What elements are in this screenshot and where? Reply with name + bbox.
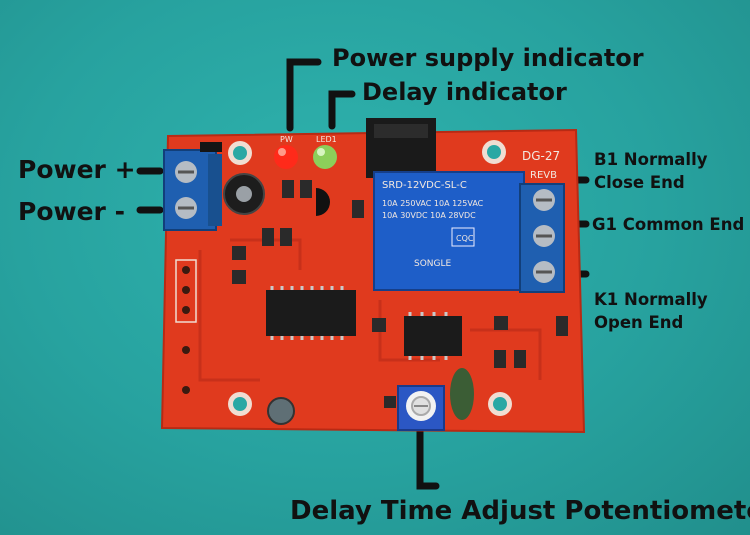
potentiometer-pointer bbox=[416, 426, 440, 490]
potentiometer-label: Delay Time Adjust Potentiometer bbox=[290, 496, 750, 526]
led1-silkscreen: LED1 bbox=[316, 135, 337, 144]
delay-led bbox=[313, 145, 337, 169]
svg-text:10A 250VAC 10A 125VAC: 10A 250VAC 10A 125VAC bbox=[382, 199, 484, 208]
b1-label: B1 Normally Close End bbox=[594, 148, 707, 194]
svg-text:10A 30VDC 10A 28VDC: 10A 30VDC 10A 28VDC bbox=[382, 211, 476, 220]
main-ic-chip bbox=[266, 286, 356, 340]
delay-potentiometer bbox=[397, 385, 445, 431]
svg-text:CQC: CQC bbox=[456, 234, 474, 243]
power-indicator-pointer bbox=[286, 58, 322, 132]
pw-silkscreen: PW bbox=[280, 135, 293, 144]
relay: SRD-12VDC-SL-C 10A 250VAC 10A 125VAC 10A… bbox=[373, 171, 525, 291]
small-capacitor bbox=[267, 397, 295, 425]
ceramic-component bbox=[450, 368, 474, 420]
relay-terminal-block bbox=[519, 183, 565, 293]
regulator-component bbox=[366, 118, 436, 178]
delay-indicator-pointer bbox=[328, 90, 356, 130]
header-pins bbox=[175, 259, 197, 394]
k1-label-line1: K1 Normally bbox=[594, 290, 708, 309]
b1-label-line2: Close End bbox=[594, 173, 685, 192]
board-model-silkscreen: DG-27 bbox=[522, 149, 560, 163]
smd-components bbox=[232, 180, 568, 408]
svg-text:SONGLE: SONGLE bbox=[414, 259, 452, 269]
power-supply-indicator-label: Power supply indicator bbox=[332, 44, 644, 72]
relay-model-text: SRD-12VDC-SL-C bbox=[382, 180, 467, 191]
g1-label: G1 Common End bbox=[592, 215, 745, 234]
b1-label-line1: B1 Normally bbox=[594, 150, 708, 169]
k1-label-line2: Open End bbox=[594, 313, 684, 332]
delay-indicator-label: Delay indicator bbox=[362, 78, 567, 106]
power-terminal-block bbox=[163, 142, 222, 231]
power-led bbox=[274, 145, 298, 169]
power-minus-label: Power - bbox=[18, 197, 125, 226]
electrolytic-capacitor bbox=[223, 173, 265, 215]
board-rev-silkscreen: REVB bbox=[530, 170, 557, 181]
power-plus-label: Power + bbox=[18, 155, 136, 184]
k1-label: K1 Normally Open End bbox=[594, 288, 708, 334]
transistor bbox=[316, 188, 330, 216]
secondary-ic-chip bbox=[404, 312, 462, 360]
